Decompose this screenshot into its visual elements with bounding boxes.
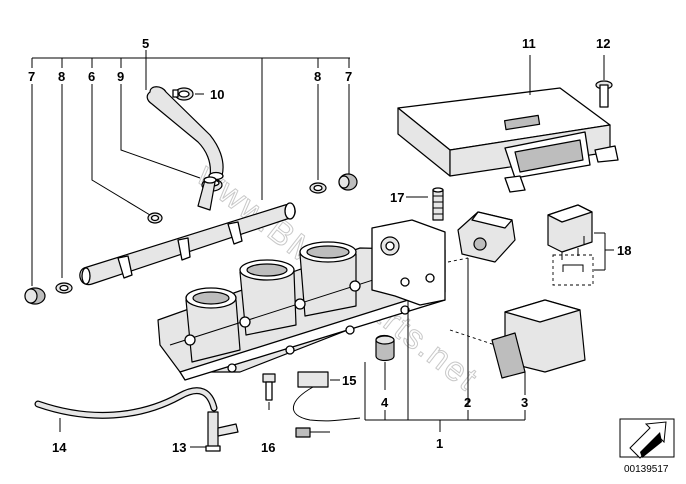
clamp-part-8-right (309, 182, 327, 194)
mounting-bracket (371, 219, 446, 306)
cap-part-7-right (338, 173, 358, 191)
screw-part-17 (406, 187, 444, 221)
idle-actuator-part-3 (449, 299, 586, 395)
relay-part-18 (547, 204, 614, 286)
throttle-position-sensor-part-2 (447, 211, 516, 406)
corner-arrow-box (619, 418, 675, 459)
clamp-part-8-left (55, 282, 73, 294)
callout-11: 11 (522, 36, 536, 51)
bolt-part-16 (262, 373, 276, 410)
callout-2: 2 (464, 395, 471, 410)
distribution-pipe-part-6 (79, 176, 296, 286)
lower-callout-leaders (364, 300, 526, 432)
callout-5: 5 (142, 36, 149, 51)
callout-3: 3 (521, 395, 528, 410)
sensor-part-15 (292, 371, 361, 438)
callout-12: 12 (596, 36, 610, 51)
screw-part-12 (595, 55, 613, 108)
hose-clamp-part-10 (172, 87, 194, 101)
callout-18: 18 (617, 243, 631, 258)
control-unit-part-11 (397, 55, 619, 193)
callout-1: 1 (436, 436, 443, 451)
callout-17: 17 (390, 190, 404, 205)
tee-connector-part-13 (190, 411, 239, 452)
callout-9: 9 (117, 69, 124, 84)
callout-4: 4 (381, 395, 389, 410)
callout-8-right: 8 (314, 69, 321, 84)
callout-10: 10 (210, 87, 224, 102)
hose-part-4 (375, 334, 395, 390)
cap-part-7-left (24, 287, 46, 305)
callout-7-left: 7 (28, 69, 35, 84)
callout-6: 6 (88, 69, 95, 84)
callout-7-right: 7 (345, 69, 352, 84)
callout-16: 16 (261, 440, 275, 455)
callout-8-left: 8 (58, 69, 65, 84)
reference-number: 00139517 (624, 464, 669, 475)
top-callout-leaders (31, 50, 350, 286)
vacuum-hose-part-14 (34, 387, 218, 432)
callout-13: 13 (172, 440, 186, 455)
callout-15: 15 (342, 373, 356, 388)
callout-labels: 1 2 3 4 5 6 7 7 8 8 9 10 11 12 13 14 15 … (28, 36, 631, 455)
callout-14: 14 (52, 440, 67, 455)
clamp-part-8-upper (147, 212, 163, 224)
